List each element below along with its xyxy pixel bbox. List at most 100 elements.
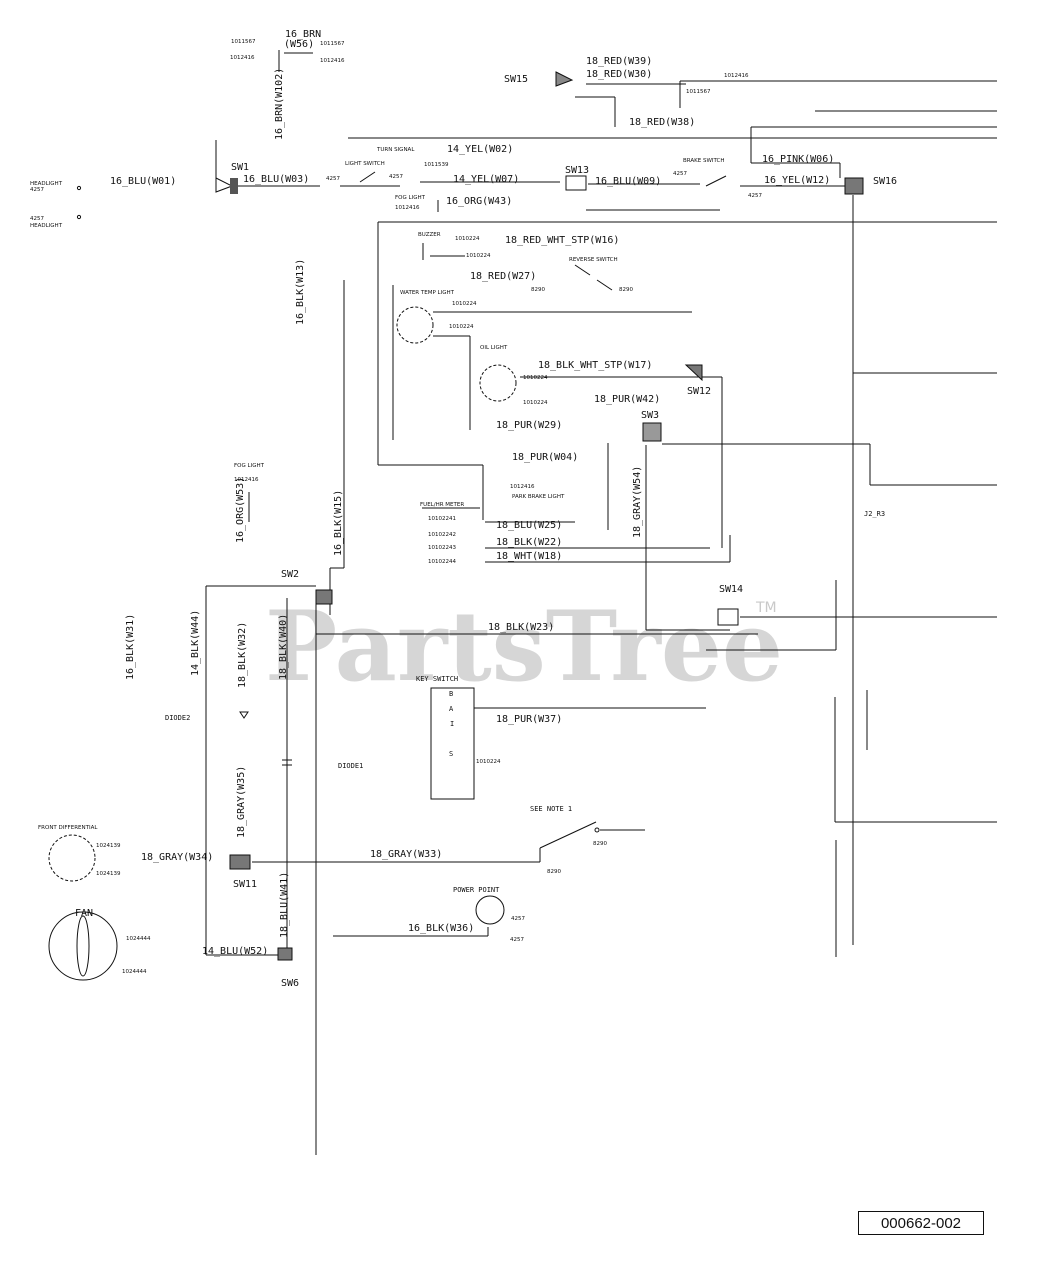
switch-sw16: SW16 [873, 176, 897, 187]
wire-w02: 14_YEL(W02) [447, 144, 513, 155]
part-1012416-fog: 1012416 [395, 205, 420, 211]
part-8290-note: 8290 [593, 841, 607, 847]
wire-w33: 18_GRAY(W33) [370, 849, 442, 860]
oil-light-symbol [479, 364, 517, 402]
part-1024139-a: 1024139 [96, 843, 121, 849]
part-4257-brake: 4257 [673, 171, 687, 177]
label-fog-light2: FOG LIGHT [234, 463, 265, 469]
diode2-symbol [239, 711, 249, 719]
part-1012416-fog2: 1012416 [234, 477, 259, 483]
label-buzzer: BUZZER [418, 232, 441, 238]
sw15-symbol [555, 71, 574, 87]
wire-w34: 18_GRAY(W34) [141, 852, 213, 863]
water-temp-symbol [396, 306, 434, 344]
label-fuel-meter: FUEL/HR METER [420, 502, 464, 508]
switch-sw14: SW14 [719, 584, 743, 595]
part-8290-b: 8290 [619, 287, 633, 293]
wire-w23: 18_BLK(W23) [488, 622, 554, 633]
part-4257-sw16: 4257 [748, 193, 762, 199]
label-headlight1: HEADLIGHT [30, 181, 63, 187]
label-key-switch: KEY SWITCH [416, 675, 458, 683]
component-labels: HEADLIGHT HEADLIGHT TURN SIGNAL LIGHT SW… [30, 147, 885, 919]
part-8290-gray: 8290 [547, 869, 561, 875]
label-power-point: POWER POINT [453, 886, 500, 894]
sw14-symbol [717, 608, 739, 626]
wire-w13: 16_BLK(W13) [295, 259, 306, 325]
part-4257-pp: 4257 [511, 916, 525, 922]
label-j2: J2_R3 [864, 510, 885, 518]
wire-w04: 18_PUR(W04) [512, 452, 578, 463]
part-1010224-buzzer: 1010224 [455, 236, 480, 242]
switch-sw3: SW3 [641, 410, 659, 421]
key-terminal-s: S [449, 750, 453, 758]
wire-w22: 18_BLK(W22) [496, 537, 562, 548]
label-diode1: DIODE1 [338, 762, 363, 770]
wire-w12: 16_YEL(W12) [764, 175, 830, 186]
sw1-hatch [230, 178, 238, 194]
wire-w35: 18_GRAY(W35) [236, 766, 247, 838]
wire-w40: 18_BLK(W40) [278, 614, 289, 680]
sw2-symbol [315, 589, 333, 605]
wire-w53: 16_ORG(W53) [235, 477, 246, 543]
part-1010224-wt: 1010224 [452, 301, 477, 307]
fan-symbol [48, 911, 118, 981]
part-1024444-b: 1024444 [122, 969, 147, 975]
wire-w32: 18_BLK(W32) [237, 622, 248, 688]
switch-labels: SW1 SW2 SW3 SW6 SW11 SW12 SW13 SW14 SW15… [231, 74, 897, 989]
part-1011567-c: 1011567 [686, 89, 711, 95]
wire-w16: 18_RED_WHT_STP(W16) [505, 235, 619, 246]
label-light-switch: LIGHT SWITCH [345, 161, 385, 167]
sw6-symbol [277, 947, 293, 961]
switch-sw15: SW15 [504, 74, 528, 85]
sw1-symbol [215, 177, 234, 193]
wire-w44: 14_BLK(W44) [190, 610, 201, 676]
wire-w41: 18_BLU(W41) [279, 872, 290, 938]
sw13-symbol [565, 175, 587, 191]
key-switch-terminals: B A I S [449, 690, 454, 758]
key-terminal-i: I [450, 720, 454, 728]
part-1010224-key: 1010224 [476, 759, 501, 765]
sw16-symbol [844, 177, 864, 195]
switch-sw2: SW2 [281, 569, 299, 580]
part-1024444-a: 1024444 [126, 936, 151, 942]
wire-lines [205, 50, 997, 1155]
label-turn-signal: TURN SIGNAL [376, 147, 415, 153]
part-10102241: 10102241 [428, 516, 456, 522]
part-8290-a: 8290 [531, 287, 545, 293]
switch-sw1: SW1 [231, 162, 249, 173]
note-switch-contact [594, 827, 600, 833]
light-switch-symbol [359, 171, 376, 183]
part-1010224-buzzer2: 1010224 [466, 253, 491, 259]
wire-w01: 16_BLU(W01) [110, 176, 176, 187]
part-10102243: 10102243 [428, 545, 456, 551]
part-1012416-c: 1012416 [724, 73, 749, 79]
wire-labels: 16_BRN (W56) 16_BRN(W102) 18_RED(W39) 18… [110, 29, 834, 957]
wire-w25: 18_BLU(W25) [496, 520, 562, 531]
part-10102244: 10102244 [428, 559, 456, 565]
wire-w29: 18_PUR(W29) [496, 420, 562, 431]
wire-w09: 16_BLU(W09) [595, 176, 661, 187]
switch-sw11: SW11 [233, 879, 257, 890]
part-1012416-b: 1012416 [320, 58, 345, 64]
part-1024139-b: 1024139 [96, 871, 121, 877]
wire-w03: 16_BLU(W03) [243, 174, 309, 185]
wire-w37: 18_PUR(W37) [496, 714, 562, 725]
wire-w52: 14_BLU(W52) [202, 946, 268, 957]
part-4257-hl2: 4257 [30, 216, 44, 222]
wire-w38: 18_RED(W38) [629, 117, 695, 128]
label-water-temp: WATER TEMP LIGHT [400, 290, 455, 296]
part-1011567-b: 1011567 [320, 41, 345, 47]
label-fog-light: FOG LIGHT [395, 195, 426, 201]
part-4257-a: 4257 [326, 176, 340, 182]
switch-sw6: SW6 [281, 978, 299, 989]
label-headlight2: HEADLIGHT [30, 223, 63, 229]
part-4257-hl1: 4257 [30, 187, 44, 193]
power-point-symbol [475, 895, 505, 925]
wire-w54: 18_GRAY(W54) [632, 466, 643, 538]
switch-sw12: SW12 [687, 386, 711, 397]
wire-w43: 16_ORG(W43) [446, 196, 512, 207]
part-1010224-oil: 1010224 [523, 375, 548, 381]
part-1010224-wt2: 1010224 [449, 324, 474, 330]
